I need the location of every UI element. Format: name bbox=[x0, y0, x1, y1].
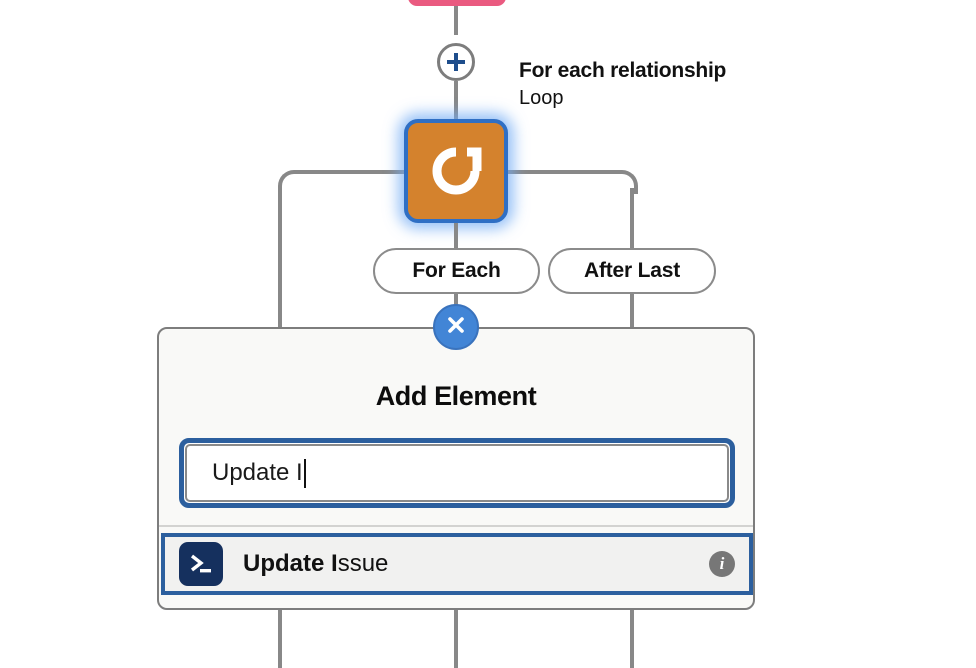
result-item-update-issue[interactable]: Update Issue i bbox=[161, 533, 753, 595]
add-element-dialog: Add Element Update I Update Issue i bbox=[157, 327, 755, 610]
connector-line-center-bottom bbox=[454, 608, 458, 668]
result-item-label-match: Update I bbox=[243, 550, 338, 577]
upstream-node-stub[interactable] bbox=[408, 0, 506, 6]
search-field-wrapper[interactable]: Update I bbox=[179, 438, 735, 508]
close-icon bbox=[444, 313, 468, 342]
connector-line-loop-to-foreach bbox=[454, 223, 458, 250]
branch-pill-for-each[interactable]: For Each bbox=[373, 248, 540, 294]
branch-corner-right bbox=[614, 170, 638, 194]
close-dialog-button[interactable] bbox=[433, 304, 479, 350]
branch-pill-for-each-label: For Each bbox=[412, 259, 501, 282]
result-item-label: Update Issue bbox=[243, 550, 709, 578]
result-item-label-rest: ssue bbox=[337, 550, 389, 577]
text-caret bbox=[303, 458, 306, 488]
branch-pill-after-last[interactable]: After Last bbox=[548, 248, 716, 294]
branch-corner-left bbox=[278, 170, 302, 194]
connector-line-plus-to-loop bbox=[454, 81, 458, 121]
branch-bus-right bbox=[508, 170, 618, 174]
branch-bus-left bbox=[296, 170, 406, 174]
add-step-button[interactable] bbox=[437, 43, 475, 81]
dialog-title: Add Element bbox=[375, 381, 537, 411]
results-divider bbox=[159, 525, 753, 527]
loop-node-title: For each relationship bbox=[519, 59, 727, 82]
branch-pill-after-last-label: After Last bbox=[583, 259, 681, 282]
connector-line-top bbox=[454, 6, 458, 35]
terminal-icon bbox=[179, 542, 223, 586]
loop-node-subtitle: Loop bbox=[519, 87, 564, 110]
search-input[interactable]: Update I bbox=[185, 444, 729, 502]
loop-node-caption: For each relationship Loop bbox=[519, 58, 726, 111]
search-input-value: Update I bbox=[212, 459, 303, 486]
info-icon[interactable]: i bbox=[709, 551, 735, 577]
loop-node[interactable] bbox=[404, 119, 508, 223]
loop-refresh-icon bbox=[425, 140, 487, 202]
